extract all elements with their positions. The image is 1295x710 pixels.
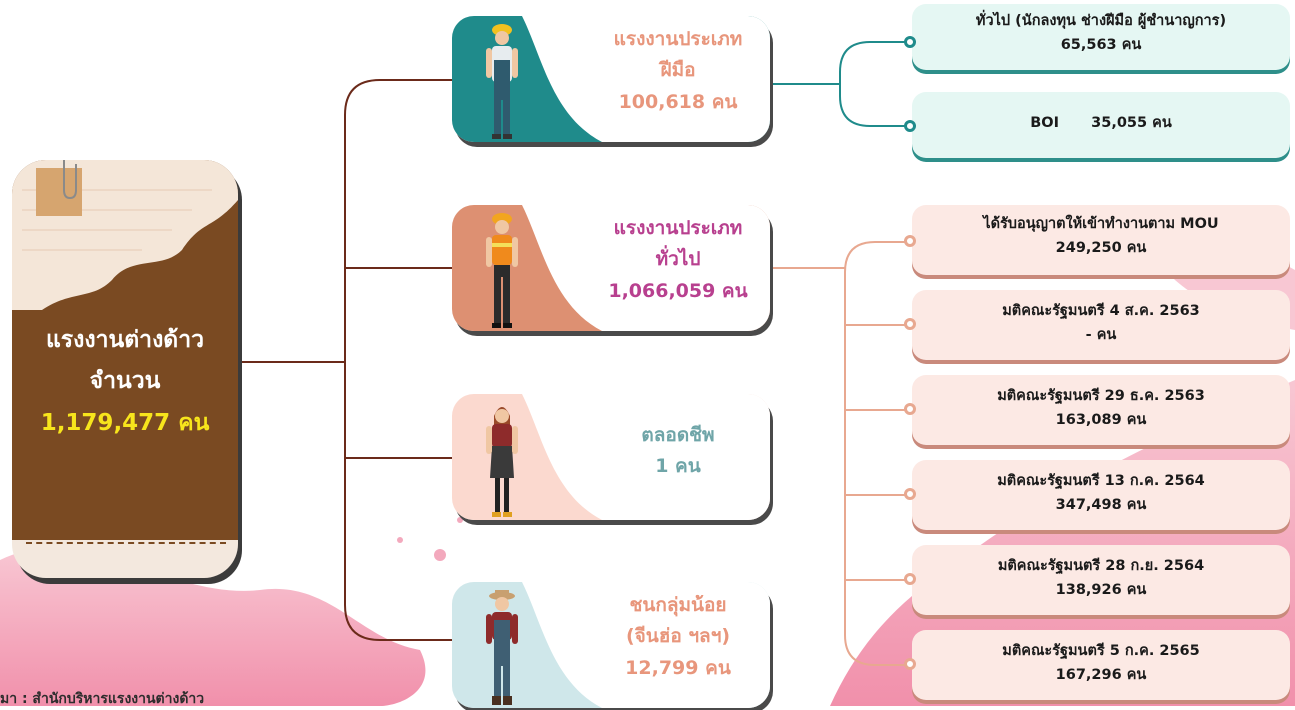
general-item-cabinet-4: มติคณะรัฐมนตรี 28 ก.ย. 2564 138,926 คน [904,545,1290,615]
category-minority-title: ชนกลุ่มน้อย [629,594,727,616]
root-title: แรงงานต่างด้าว [45,327,205,353]
category-lifetime-count: 1 คน [655,455,701,478]
general-item-cabinet-2: มติคณะรัฐมนตรี 29 ธ.ค. 2563 163,089 คน [904,375,1290,445]
category-general-card: แรงงานประเภท ทั่วไป 1,066,059 คน [452,205,770,331]
connector-dot [904,488,916,500]
skilled-item-general: ทั่วไป (นักลงทุน ช่างฝีมือ ผู้ชำนาญการ) … [904,4,1290,70]
note-paper [12,160,238,310]
connector-dot [904,403,916,415]
category-general-title: แรงงานประเภท [613,217,743,239]
general-worker-icon [486,213,518,328]
skilled-item-boi-value: 35,055 คน [1091,115,1172,131]
category-general-text: แรงงานประเภท ทั่วไป 1,066,059 คน [592,213,764,307]
pink-splash-left [0,548,426,706]
root-total: 1,179,477 คน [40,409,210,436]
category-lifetime-text: ตลอดชีพ 1 คน [592,420,764,483]
category-skilled-text: แรงงานประเภท ฝีมือ 100,618 คน [592,24,764,118]
divider [26,542,226,544]
general-item-cabinet-3: มติคณะรัฐมนตรี 13 ก.ค. 2564 347,498 คน [904,460,1290,530]
source-caption: มา : สำนักบริหารแรงงานต่างด้าว [0,691,205,707]
category-minority-text: ชนกลุ่มน้อย (จีนฮ่อ ฯลฯ) 12,799 คน [592,590,764,684]
root-subtitle: จำนวน [89,368,161,395]
connector-dot [904,658,916,670]
general-item-mou-label: ได้รับอนุญาตให้เข้าทำงานตาม MOU [983,216,1219,232]
category-minority-count: 12,799 คน [625,656,731,679]
connector-dot [904,120,916,132]
minority-worker-icon [486,590,518,705]
lifetime-worker-icon [486,407,518,517]
category-skilled-count: 100,618 คน [618,90,738,113]
skilled-item-boi-label: BOI [1030,115,1060,131]
general-item-cabinet-2-value: 163,089 คน [1055,411,1147,428]
skilled-item-general-value: 65,563 คน [1060,36,1142,53]
general-item-cabinet-5: มติคณะรัฐมนตรี 5 ก.ค. 2565 167,296 คน [904,630,1290,700]
category-lifetime-card: ตลอดชีพ 1 คน [452,394,770,520]
category-skilled-subtitle: ฝีมือ [660,59,696,82]
skilled-item-general-label: ทั่วไป (นักลงทุน ช่างฝีมือ ผู้ชำนาญการ) [975,13,1227,29]
category-minority-subtitle: (จีนฮ่อ ฯลฯ) [625,625,731,648]
connector-dot [904,318,916,330]
general-item-cabinet-2-label: มติคณะรัฐมนตรี 29 ธ.ค. 2563 [997,388,1205,404]
category-general-count: 1,066,059 คน [608,279,748,302]
general-item-cabinet-4-value: 138,926 คน [1055,581,1147,598]
general-item-mou: ได้รับอนุญาตให้เข้าทำงานตาม MOU 249,250 … [904,205,1290,275]
general-item-cabinet-5-label: มติคณะรัฐมนตรี 5 ก.ค. 2565 [1002,643,1200,659]
connector-dot [904,36,916,48]
connector-dot [904,235,916,247]
general-item-cabinet-1-label: มติคณะรัฐมนตรี 4 ส.ค. 2563 [1002,303,1200,319]
skilled-item-boi: BOI 35,055 คน [904,92,1290,158]
general-item-cabinet-1: มติคณะรัฐมนตรี 4 ส.ค. 2563 - คน [904,290,1290,360]
skilled-worker-icon [486,24,518,139]
category-lifetime-title: ตลอดชีพ [641,424,715,446]
general-item-cabinet-1-value: - คน [1085,326,1117,343]
general-item-cabinet-4-label: มติคณะรัฐมนตรี 28 ก.ย. 2564 [997,558,1205,574]
root-text: แรงงานต่างด้าว จำนวน 1,179,477 คน [12,320,238,444]
category-skilled-card: แรงงานประเภท ฝีมือ 100,618 คน [452,16,770,142]
general-item-cabinet-3-value: 347,498 คน [1055,496,1147,513]
connector-dot [904,573,916,585]
category-minority-card: ชนกลุ่มน้อย (จีนฮ่อ ฯลฯ) 12,799 คน [452,582,770,708]
category-skilled-title: แรงงานประเภท [613,28,743,50]
general-item-mou-value: 249,250 คน [1055,239,1147,256]
general-item-cabinet-3-label: มติคณะรัฐมนตรี 13 ก.ค. 2564 [997,473,1205,489]
general-item-cabinet-5-value: 167,296 คน [1055,666,1147,683]
category-general-subtitle: ทั่วไป [655,248,701,271]
root-card: แรงงานต่างด้าว จำนวน 1,179,477 คน [12,160,238,578]
